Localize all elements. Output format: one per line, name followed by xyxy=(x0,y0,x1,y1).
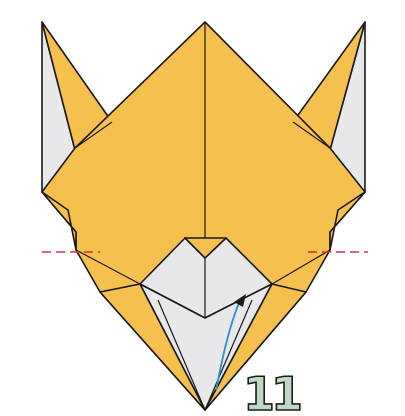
step-number: 11 xyxy=(243,367,300,416)
